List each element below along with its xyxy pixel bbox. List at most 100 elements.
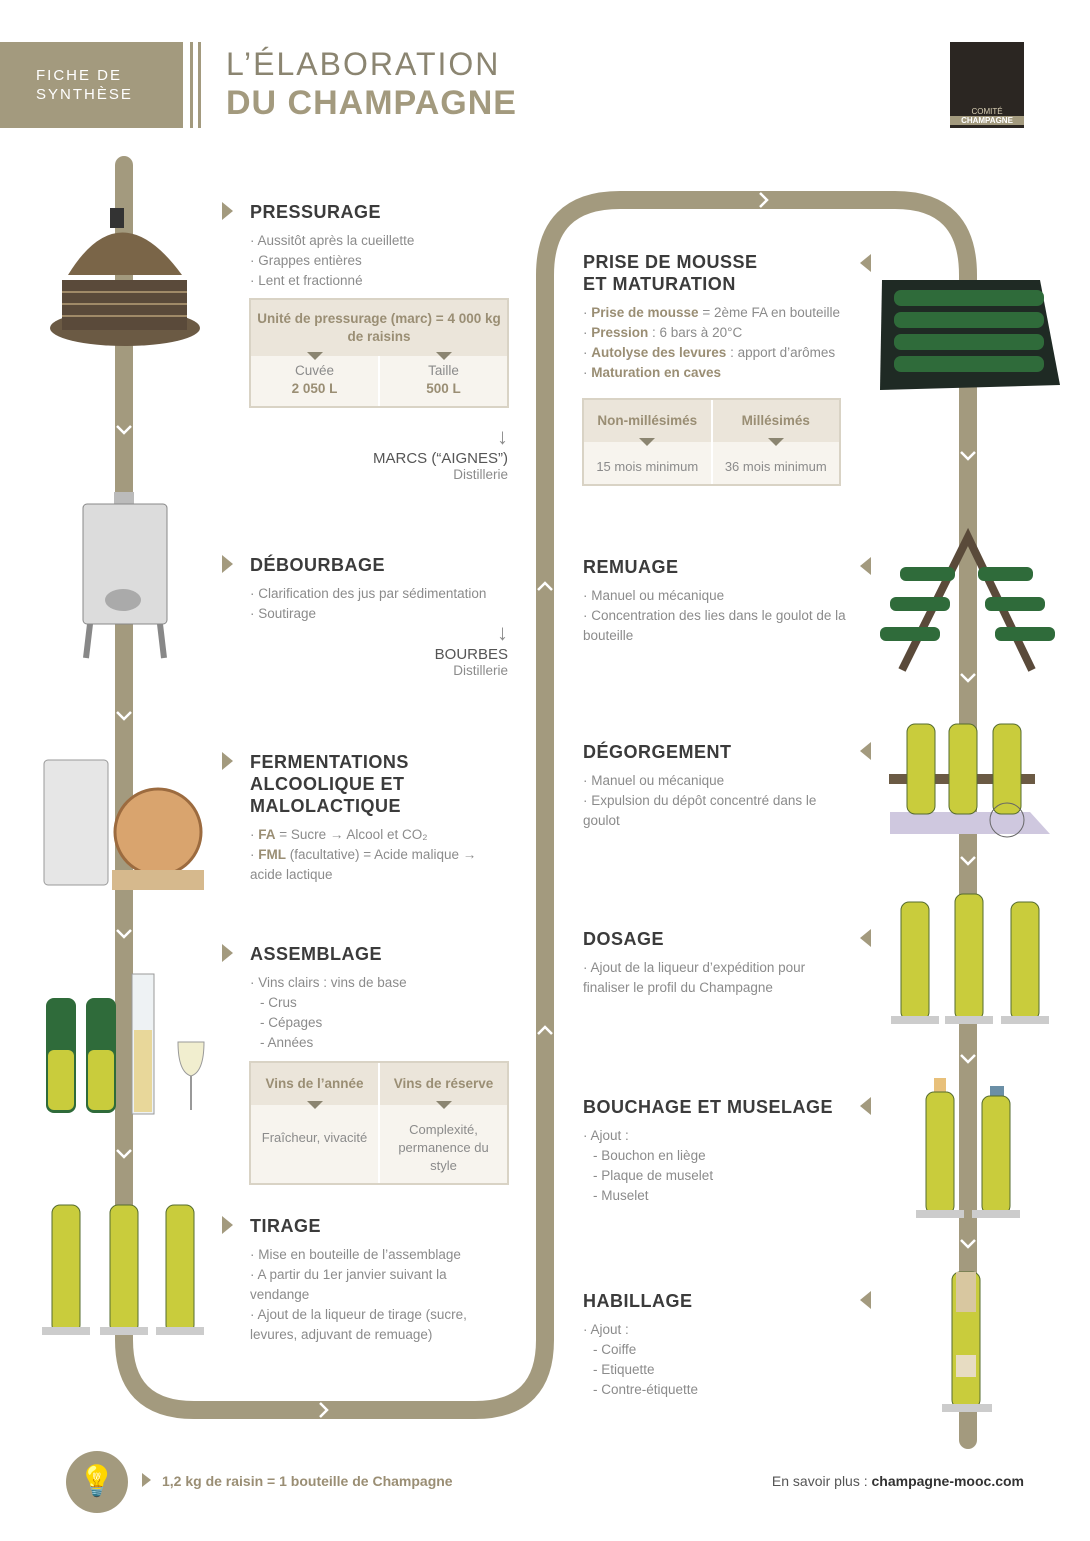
bullet: · FA = Sucre → Alcool et CO₂ (250, 827, 428, 842)
bullet: · Soutirage (250, 606, 317, 621)
footer-tip: 1,2 kg de raisin = 1 bouteille de Champa… (162, 1473, 453, 1489)
box-col-heading: Non-millésimés (584, 400, 711, 442)
fermentation-tank-and-barrel-illustration (43, 759, 204, 890)
step-title: TIRAGE (250, 1216, 322, 1236)
assemblage-illustration (46, 973, 205, 1115)
step-marker-icon (860, 1291, 871, 1309)
step-marker-icon (222, 1216, 233, 1234)
page-title-line2: DU CHAMPAGNE (226, 84, 517, 122)
step-marker-icon (860, 1097, 871, 1115)
arrow-down-icon: ↓ (497, 620, 508, 645)
bullet: - Bouchon en liège (593, 1148, 706, 1163)
bullet: - Cépages (260, 1015, 323, 1030)
bullet: · Autolyse des levures : apport d’arômes (583, 345, 836, 360)
step-degorgement: DÉGORGEMENT · Manuel ou mécanique · Expul… (583, 741, 833, 831)
step-marker-icon (860, 742, 871, 760)
bullet: · Manuel ou mécanique (583, 588, 725, 603)
step-title: FERMENTATIONS ALCOOLIQUE ET MALOLACTIQUE (250, 752, 409, 816)
divider (198, 42, 201, 128)
step-assemblage: ASSEMBLAGE · Vins clairs : vins de base -… (250, 943, 550, 1053)
bullet: · A partir du 1er janvier suivant la ven… (250, 1267, 447, 1302)
step-dosage: DOSAGE · Ajout de la liqueur d’expéditio… (583, 928, 843, 998)
box-col-heading: Vins de l’année (251, 1063, 378, 1105)
step-marker-icon (860, 557, 871, 575)
step-marker-icon (222, 752, 233, 770)
bullet: - Années (260, 1035, 314, 1050)
bullet: · Clarification des jus par sédimentatio… (250, 586, 487, 601)
logo-text: CHAMPAGNE (950, 116, 1024, 125)
box-col-value: Complexité, permanence du style (378, 1101, 507, 1183)
pressurage-info-box: Unité de pressurage (marc) = 4 000 kg de… (249, 298, 509, 408)
step-remuage: REMUAGE · Manuel ou mécanique· Concentra… (583, 556, 848, 646)
divider (190, 42, 193, 128)
bullet: - Coiffe (593, 1342, 637, 1357)
bottles-in-cellar-illustration (880, 280, 1060, 390)
bullet: · Aussitôt après la cueillette (250, 233, 415, 248)
step-title: PRISE DE MOUSSE ET MATURATION (583, 252, 758, 294)
step-title: DÉBOURBAGE (250, 555, 386, 575)
step-debourbage: DÉBOURBAGE · Clarification des jus par s… (250, 554, 550, 624)
bullet: - Contre-étiquette (593, 1382, 699, 1397)
step-habillage: HABILLAGE · Ajout : - Coiffe - Etiquette - … (583, 1290, 843, 1400)
mooc-link[interactable]: champagne-mooc.com (871, 1473, 1024, 1489)
step-title: ASSEMBLAGE (250, 944, 383, 964)
step-title: DÉGORGEMENT (583, 742, 732, 762)
bullet: · Ajout : (583, 1322, 629, 1337)
bullet: · Vins clairs : vins de base (250, 975, 407, 990)
page-title-line1: L’ÉLABORATION (226, 46, 501, 82)
bullet: · Pression : 6 bars à 20°C (583, 325, 743, 340)
step-marker-icon (860, 929, 871, 947)
box-col-heading: Millésimés (710, 400, 839, 442)
dosage-bottles-illustration (891, 893, 1049, 1024)
step-fermentations: FERMENTATIONS ALCOOLIQUE ET MALOLACTIQUE… (250, 751, 500, 885)
dressed-bottle-illustration (942, 1271, 992, 1412)
step-marker-icon (222, 202, 233, 220)
footer-more: En savoir plus : champagne-mooc.com (771, 1473, 1024, 1489)
bullet: · Maturation en caves (583, 365, 722, 380)
step-title: HABILLAGE (583, 1291, 693, 1311)
step-prise-de-mousse: PRISE DE MOUSSE ET MATURATION · Prise de… (583, 251, 863, 383)
bullet: · Manuel ou mécanique (583, 773, 725, 788)
bullet: · Ajout de la liqueur d’expédition pour … (583, 960, 806, 995)
lightbulb-icon: 💡 (66, 1451, 128, 1513)
step-bouchage: BOUCHAGE ET MUSELAGE · Ajout :- Bouchon … (583, 1096, 863, 1206)
tip-marker-icon (142, 1473, 151, 1487)
step-marker-icon (222, 944, 233, 962)
bullet: · Lent et fractionné (250, 273, 363, 288)
bullet: · Prise de mousse = 2ème FA en bouteille (583, 305, 841, 320)
step-title: BOUCHAGE ET MUSELAGE (583, 1097, 834, 1117)
step-tirage: TIRAGE · Mise en bouteille de l’assembla… (250, 1215, 505, 1345)
bullet: · Concentration des lies dans le goulot … (583, 608, 846, 643)
arrow-down-icon: ↓ (497, 424, 508, 449)
bullet: - Etiquette (593, 1362, 655, 1377)
box-col-value: Fraîcheur, vivacité (251, 1101, 378, 1183)
disgorging-illustration (889, 723, 1050, 838)
bullet: · Mise en bouteille de l’assemblage (250, 1247, 461, 1262)
box-col-value: 36 mois minimum (710, 438, 840, 484)
tank-illustration (82, 492, 168, 659)
box-col-heading: Vins de réserve (378, 1063, 507, 1105)
bullet: · Ajout de la liqueur de tirage (sucre, … (250, 1307, 467, 1342)
bullet: · Grappes entières (250, 253, 362, 268)
logo-text: COMITÉ (971, 107, 1003, 116)
bullet: · Expulsion du dépôt concentré dans le g… (583, 793, 817, 828)
tirage-bottles-illustration (42, 1204, 204, 1335)
bullet: - Muselet (593, 1188, 649, 1203)
step-marker-icon (222, 555, 233, 573)
bullet: - Plaque de muselet (593, 1168, 714, 1183)
step-marker-icon (860, 254, 871, 272)
riddling-rack-illustration (880, 527, 1055, 672)
step-title: DOSAGE (583, 929, 665, 949)
box-col-value: 15 mois minimum (584, 438, 711, 484)
corked-bottles-illustration (916, 1078, 1020, 1218)
step-title: PRESSURAGE (250, 202, 382, 222)
byproduct-marcs: ↓MARCS (“AIGNES”)Distillerie (373, 424, 508, 482)
badge-line: FICHE DE (36, 67, 123, 84)
